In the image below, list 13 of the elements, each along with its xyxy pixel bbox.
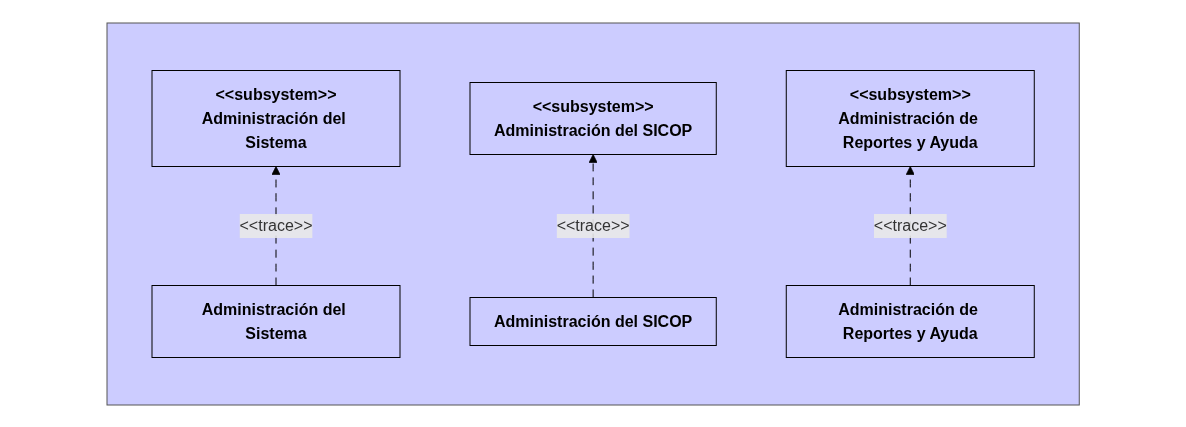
node-box: Administración del Sistema [151,284,401,358]
node-box: Administración de Reportes y Ayuda [785,284,1035,358]
node-box: Administración del SICOP [469,296,717,346]
edge-label: <<trace>> [873,216,947,234]
node-box: <<subsystem>> Administración del Sistema [151,69,401,167]
arrow [905,165,915,286]
node-box: <<subsystem>> Administración del SICOP [469,81,717,155]
arrow [588,153,598,298]
edge-label: <<trace>> [556,216,630,234]
edge-label: <<trace>> [239,216,313,234]
node-box: <<subsystem>> Administración de Reportes y Ayuda [785,69,1035,167]
arrow [271,165,281,286]
cluster [106,22,1080,405]
